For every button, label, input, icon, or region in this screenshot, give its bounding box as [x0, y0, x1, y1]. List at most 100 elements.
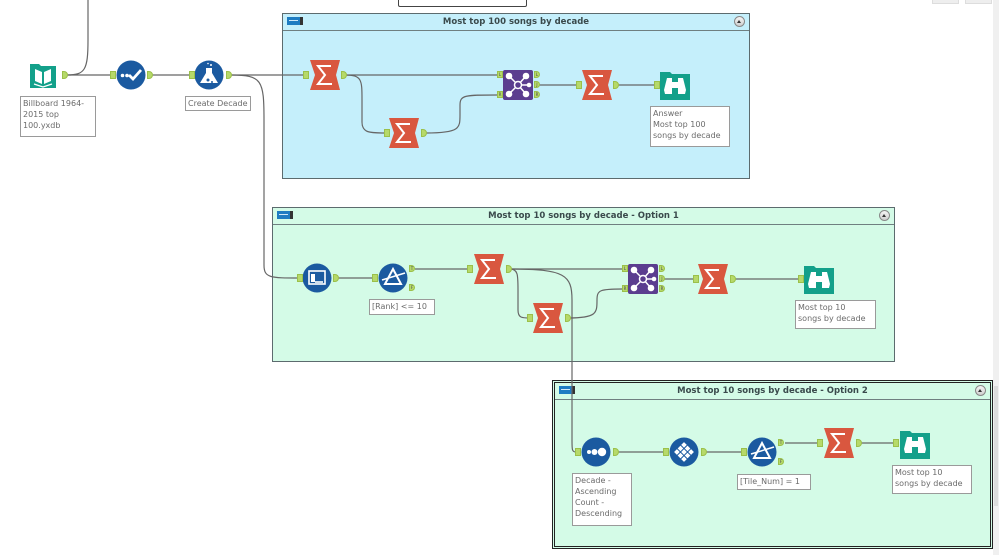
input-anchor[interactable]	[527, 314, 533, 322]
container-header[interactable]: Most top 10 songs by decade - Option 1	[273, 208, 894, 225]
tool-annotation: Billboard 1964- 2015 top 100.yxdb	[20, 96, 96, 137]
input-anchor[interactable]	[189, 71, 195, 79]
join-input-right-anchor[interactable]: R	[497, 91, 503, 98]
formula-tool[interactable]	[194, 60, 224, 90]
join-tool[interactable]	[628, 264, 658, 294]
filter-tool[interactable]	[378, 263, 408, 293]
input-anchor[interactable]	[893, 439, 899, 447]
container-title: Most top 100 songs by decade	[442, 17, 590, 27]
sigma-icon	[389, 118, 419, 148]
tool-annotation: Answer Most top 100 songs by decade	[650, 106, 730, 147]
input-anchor[interactable]	[576, 81, 582, 89]
container-header[interactable]: Most top 100 songs by decade	[283, 14, 749, 31]
collapse-icon[interactable]	[734, 16, 745, 27]
summarize-tool[interactable]	[389, 118, 419, 148]
input-data-tool[interactable]	[28, 60, 58, 90]
vertical-scrollbar[interactable]	[993, 0, 999, 555]
join-output-left-anchor[interactable]: L	[659, 265, 665, 272]
input-anchor[interactable]	[663, 448, 669, 456]
scrollbar-thumb[interactable]	[994, 386, 998, 506]
tab-stub	[932, 0, 959, 4]
sigma-icon	[474, 254, 504, 284]
output-anchor[interactable]	[147, 71, 153, 79]
input-anchor[interactable]	[798, 275, 804, 283]
container-title: Most top 10 songs by decade - Option 2	[677, 386, 868, 396]
input-anchor[interactable]	[384, 129, 390, 137]
tab-stub	[965, 0, 992, 4]
book-icon	[30, 64, 56, 88]
browse-tool[interactable]	[900, 429, 930, 459]
join-input-right-anchor[interactable]: R	[622, 285, 628, 292]
sigma-icon	[698, 264, 728, 294]
container-header[interactable]: Most top 10 songs by decade - Option 2	[555, 383, 990, 400]
input-anchor[interactable]	[817, 439, 823, 447]
tool-annotation: Decade - Ascending Count - Descending	[572, 473, 632, 526]
browse-tool[interactable]	[804, 264, 834, 294]
filter-icon	[378, 263, 408, 293]
summarize-tool[interactable]	[474, 254, 504, 284]
filter-true-anchor[interactable]: T	[778, 439, 784, 446]
off-canvas-tool-box[interactable]	[398, 0, 527, 7]
collapse-icon[interactable]	[975, 385, 986, 396]
summarize-tool[interactable]	[698, 264, 728, 294]
tile-tool[interactable]	[669, 437, 699, 467]
filter-tool[interactable]	[747, 437, 777, 467]
join-output-right-anchor[interactable]: R	[534, 91, 540, 98]
join-input-left-anchor[interactable]: L	[497, 71, 503, 78]
container-title: Most top 10 songs by decade - Option 1	[488, 211, 679, 221]
output-anchor[interactable]	[62, 71, 68, 79]
tool-annotation: [Tile_Num] = 1	[737, 474, 811, 490]
tool-annotation: Most top 10 songs by decade	[795, 300, 876, 329]
flask-icon	[194, 60, 224, 90]
input-anchor[interactable]	[741, 448, 747, 456]
input-anchor[interactable]	[467, 265, 473, 273]
sort-icon	[581, 437, 611, 467]
input-anchor[interactable]	[654, 81, 660, 89]
summarize-tool[interactable]	[582, 70, 612, 100]
select-tool[interactable]	[116, 60, 146, 90]
input-anchor[interactable]	[110, 71, 116, 79]
tool-annotation: Create Decade	[185, 96, 251, 111]
sigma-icon	[310, 60, 340, 90]
tile-icon	[669, 437, 699, 467]
select-check-icon	[116, 60, 146, 90]
browse-tool[interactable]	[660, 70, 690, 100]
input-anchor[interactable]	[297, 274, 303, 282]
summarize-tool[interactable]	[824, 428, 854, 458]
binoculars-icon	[660, 72, 690, 100]
tool-annotation: Most top 10 songs by decade	[892, 465, 972, 494]
binoculars-icon	[900, 431, 930, 459]
sigma-icon	[533, 303, 563, 333]
filter-false-anchor[interactable]: F	[409, 284, 415, 291]
tool-annotation: [Rank] <= 10	[369, 299, 435, 315]
container-toggle-icon[interactable]	[277, 211, 293, 219]
join-icon	[628, 264, 658, 294]
summarize-tool[interactable]	[310, 60, 340, 90]
summarize-tool[interactable]	[533, 303, 563, 333]
output-anchor[interactable]	[226, 71, 232, 79]
filter-true-anchor[interactable]: T	[409, 265, 415, 272]
filter-false-anchor[interactable]: F	[778, 458, 784, 465]
join-output-right-anchor[interactable]: R	[659, 285, 665, 292]
container-top-10-option-1[interactable]: Most top 10 songs by decade - Option 1	[272, 207, 895, 362]
input-anchor[interactable]	[303, 71, 309, 79]
container-toggle-icon[interactable]	[287, 17, 303, 25]
input-anchor[interactable]	[693, 275, 699, 283]
join-input-left-anchor[interactable]: L	[622, 265, 628, 272]
input-anchor[interactable]	[575, 448, 581, 456]
join-output-left-anchor[interactable]: L	[534, 71, 540, 78]
data-cleansing-tool[interactable]	[302, 263, 332, 293]
binoculars-icon	[804, 266, 834, 294]
sigma-icon	[824, 428, 854, 458]
filter-icon	[747, 437, 777, 467]
sort-tool[interactable]	[581, 437, 611, 467]
collapse-icon[interactable]	[879, 210, 890, 221]
input-anchor[interactable]	[372, 274, 378, 282]
join-tool[interactable]	[503, 70, 533, 100]
container-toggle-icon[interactable]	[559, 386, 575, 394]
connection	[66, 0, 89, 76]
join-icon	[503, 70, 533, 100]
data-cleansing-icon	[302, 263, 332, 293]
sigma-icon	[582, 70, 612, 100]
